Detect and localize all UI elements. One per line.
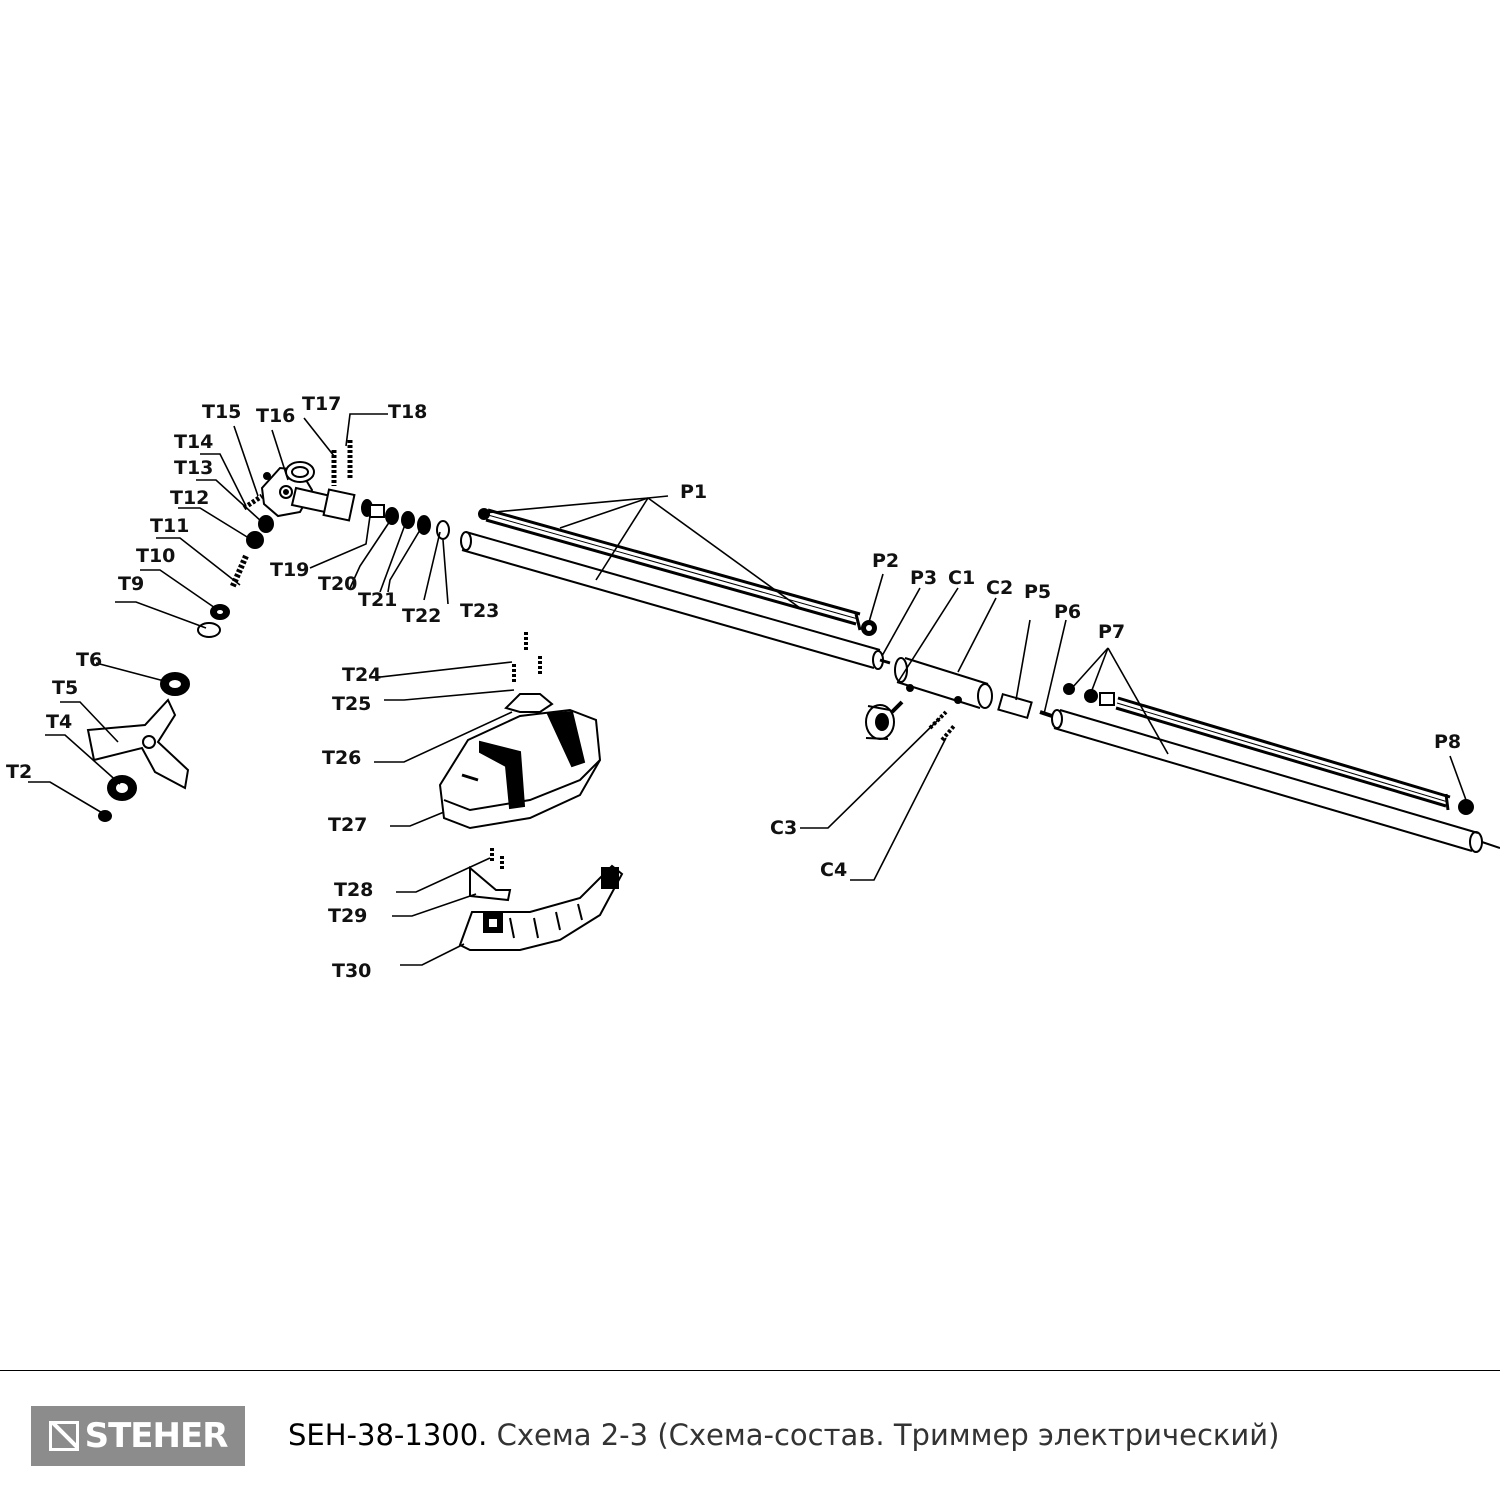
label-t25: T25 <box>332 693 371 715</box>
label-t29: T29 <box>328 905 367 927</box>
footer-divider <box>0 1370 1500 1371</box>
label-t12: T12 <box>170 487 209 509</box>
label-t27: T27 <box>328 814 367 836</box>
model-number: SEH-38-1300. <box>288 1418 488 1452</box>
logo-mark-icon <box>48 1421 79 1451</box>
lower-cable-channel <box>1115 696 1451 811</box>
leader-lines <box>28 413 1467 966</box>
upper-shaft-tube <box>460 531 884 670</box>
label-c4: C4 <box>820 859 847 881</box>
label-t24: T24 <box>342 664 381 686</box>
diagram-caption: SEH-38-1300. Схема 2-3 (Схема-состав. Тр… <box>288 1418 1279 1452</box>
label-t11: T11 <box>150 515 189 537</box>
label-t18: T18 <box>388 401 427 423</box>
label-t17: T17 <box>302 393 341 415</box>
gear-head <box>260 440 356 522</box>
label-t26: T26 <box>322 747 361 769</box>
label-p7: P7 <box>1098 621 1125 643</box>
steher-logo: STEHER <box>31 1406 245 1466</box>
label-p5: P5 <box>1024 581 1051 603</box>
parts-diagram: T2 T4 T5 T6 T9 T10 T11 T12 T13 T14 T15 T… <box>6 393 1500 982</box>
p1-end-ring <box>478 508 490 520</box>
p5-connector <box>997 692 1053 720</box>
c4-screw <box>940 724 956 742</box>
label-t23: T23 <box>460 600 499 622</box>
label-t2: T2 <box>6 761 32 783</box>
t19-t23-bearings <box>361 499 450 540</box>
label-t20: T20 <box>318 573 357 595</box>
label-p2: P2 <box>872 550 899 572</box>
label-c3: C3 <box>770 817 797 839</box>
p8-cap <box>1458 799 1474 815</box>
label-t22: T22 <box>402 605 441 627</box>
coupling-knob <box>865 700 904 740</box>
guard <box>438 632 602 830</box>
label-t13: T13 <box>174 457 213 479</box>
label-t5: T5 <box>52 677 78 699</box>
label-t14: T14 <box>174 431 213 453</box>
line-cutter-guard <box>458 848 624 951</box>
label-t6: T6 <box>76 649 102 671</box>
label-t30: T30 <box>332 960 371 982</box>
label-p8: P8 <box>1434 731 1461 753</box>
label-t4: T4 <box>46 711 72 733</box>
scheme-description: Схема 2-3 (Схема-состав. Триммер электри… <box>496 1418 1280 1452</box>
label-p3: P3 <box>910 567 937 589</box>
label-c1: C1 <box>948 567 975 589</box>
p7-fittings <box>1063 683 1115 706</box>
blade-assembly <box>86 672 190 822</box>
label-t9: T9 <box>118 573 144 595</box>
label-p1: P1 <box>680 481 707 503</box>
label-t10: T10 <box>136 545 175 567</box>
upper-cable-channel <box>485 508 862 631</box>
label-t28: T28 <box>334 879 373 901</box>
coupling-sleeve <box>894 657 993 709</box>
logo-text: STEHER <box>84 1416 229 1456</box>
spindle <box>197 515 274 638</box>
t14-screw <box>242 493 264 511</box>
label-t15: T15 <box>202 401 241 423</box>
label-p6: P6 <box>1054 601 1081 623</box>
label-c2: C2 <box>986 577 1013 599</box>
lower-shaft-tube <box>1051 709 1500 853</box>
label-t16: T16 <box>256 405 295 427</box>
label-t19: T19 <box>270 559 309 581</box>
label-t21: T21 <box>358 589 397 611</box>
